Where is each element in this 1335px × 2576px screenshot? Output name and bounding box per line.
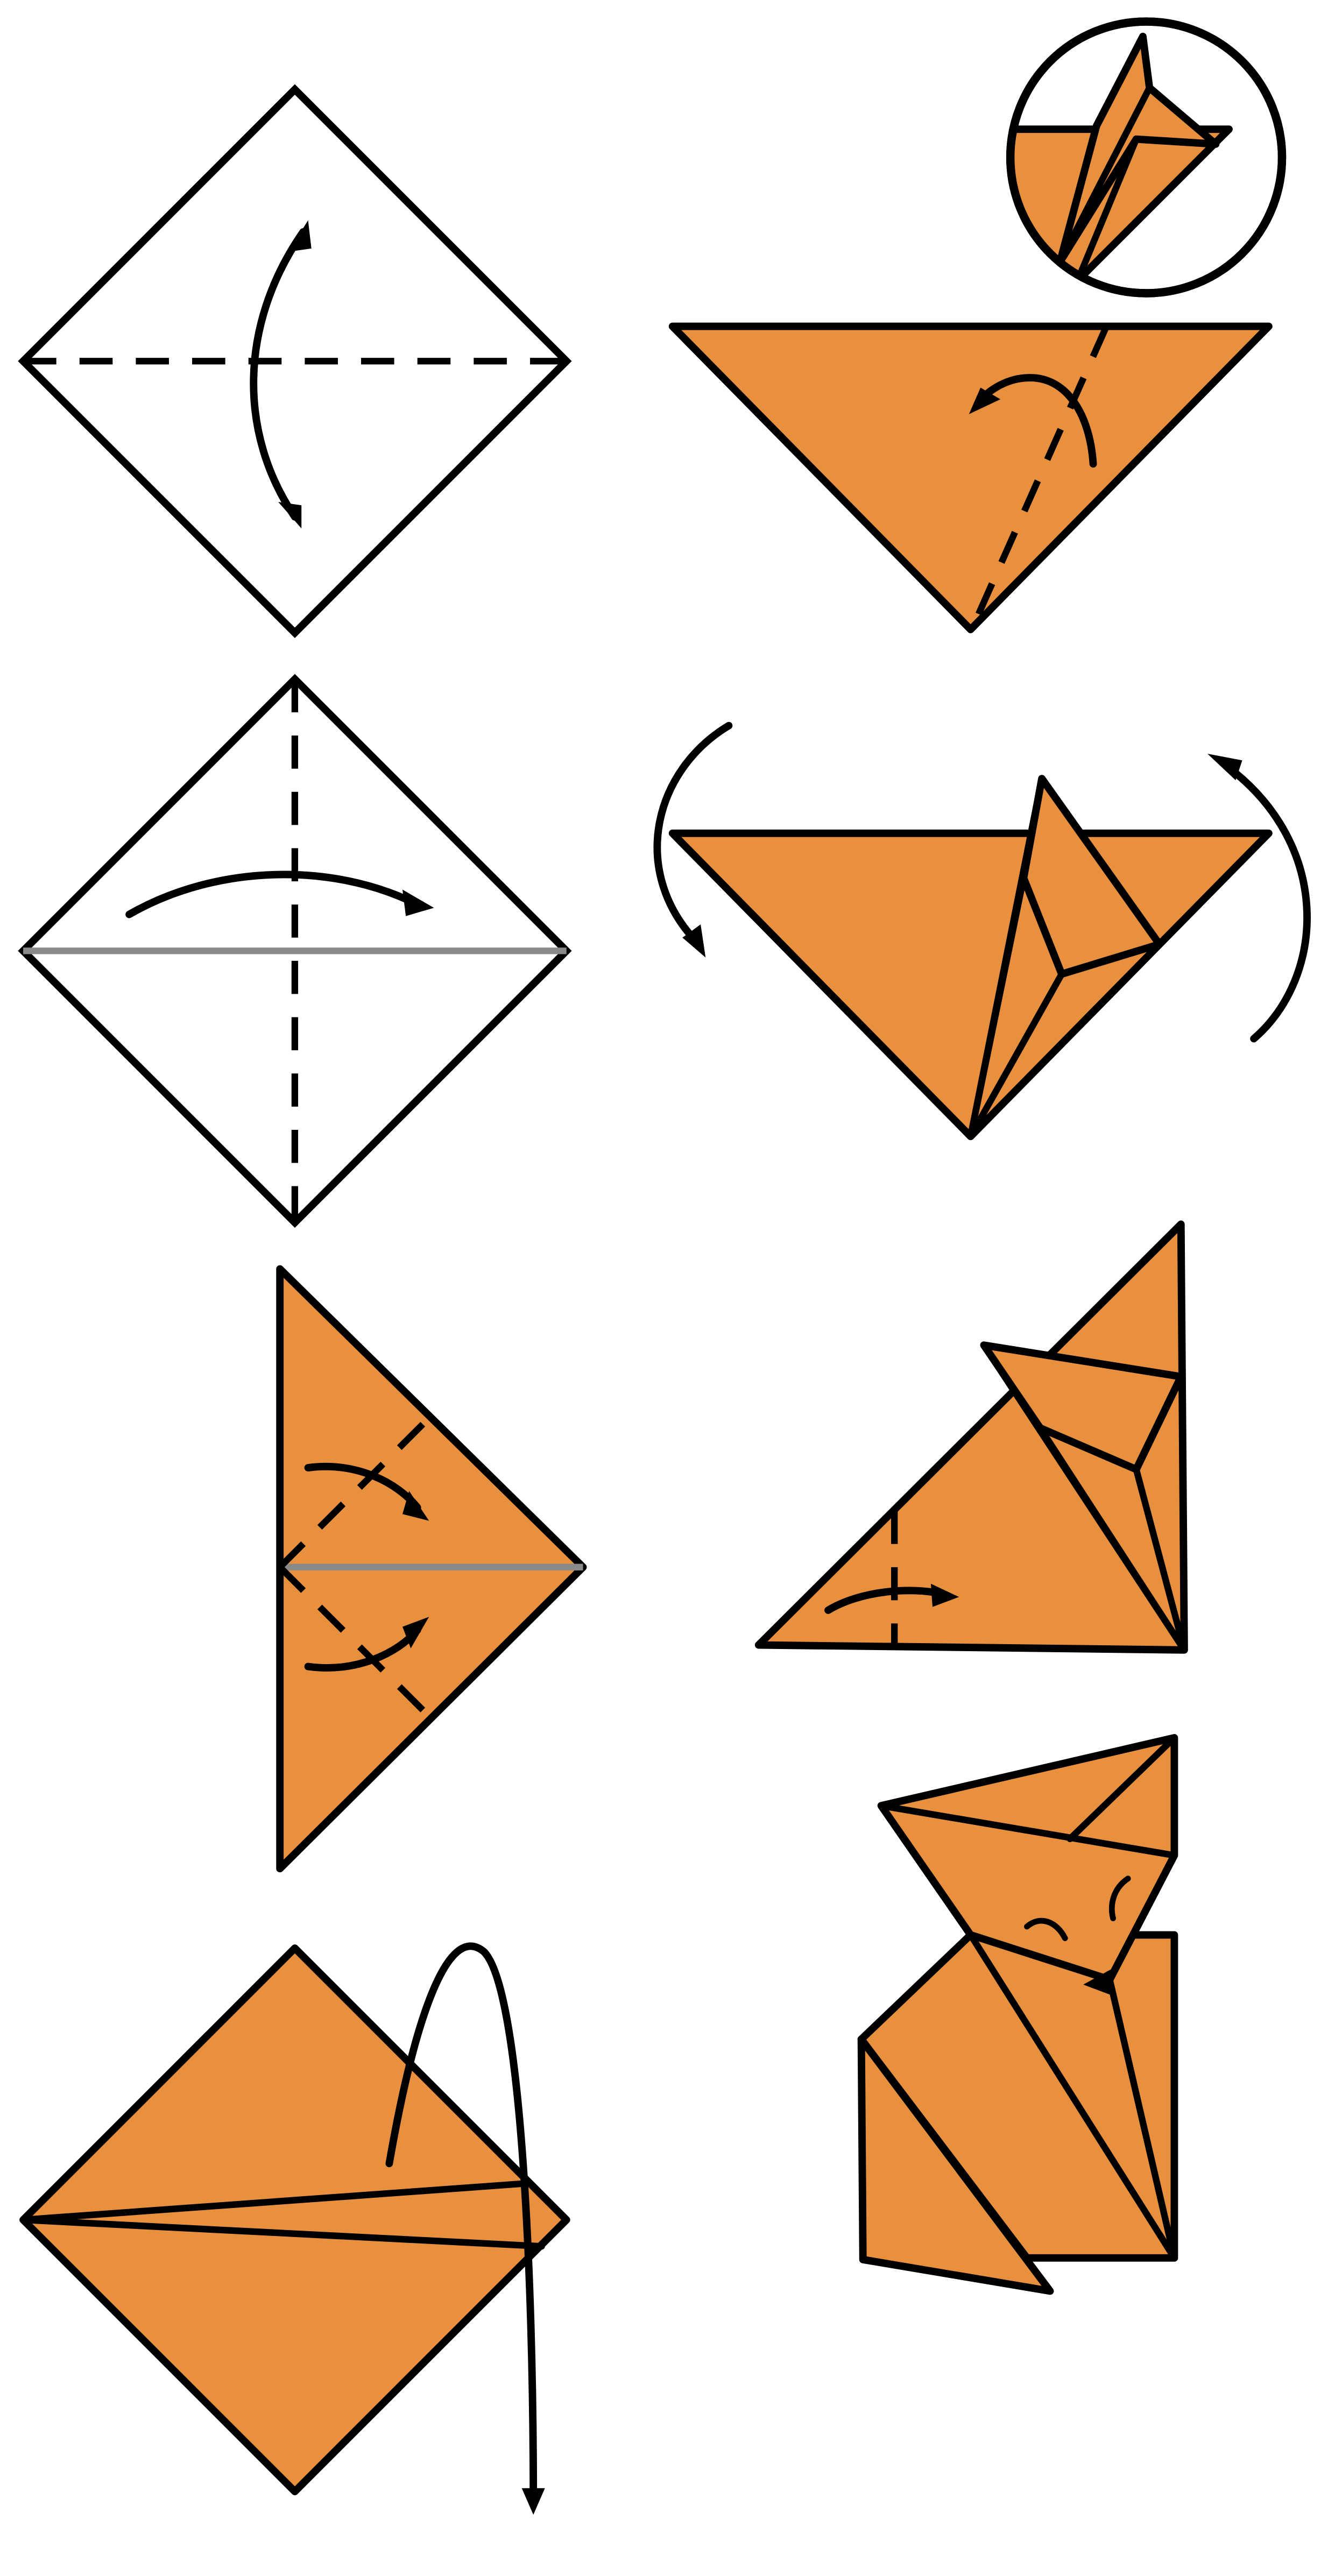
- fox-head: [877, 1734, 1178, 1984]
- step-6-left-turn-arrow-icon: [653, 721, 733, 945]
- step-2-arrowhead-icon: [402, 889, 434, 916]
- step-6-right-arrowhead-icon: [1207, 753, 1242, 781]
- inset-crease-1: [1056, 84, 1153, 265]
- step-4-paper: [19, 1944, 570, 2495]
- step-1-arrowhead-bottom-icon: [278, 501, 302, 529]
- step-3-fold-corners: [276, 1265, 587, 1873]
- step-4-flap-edge-bottom: [19, 2216, 545, 2250]
- step-3-lower-arrowhead-icon: [402, 1617, 429, 1648]
- fox-body-crease-2: [1106, 1976, 1178, 2261]
- step-7-arrowhead-icon: [930, 1583, 959, 1607]
- step-5-arrow-icon: [973, 374, 1097, 468]
- step-6-left-arrowhead-icon: [682, 924, 706, 958]
- step-4-open-squash: [19, 1942, 570, 2515]
- fox-brow-line: [878, 1802, 1178, 1859]
- step-3-lower-fold-line: [277, 1565, 433, 1721]
- fox-body: [857, 1931, 1178, 2262]
- step-6-crease-2: [967, 874, 1027, 1140]
- inset-crease-3: [1076, 136, 1140, 279]
- step-1-double-arrow-icon: [250, 228, 307, 521]
- step-5-paper: [668, 322, 1273, 633]
- step-6-turn-over: [653, 721, 1311, 1141]
- step-6-crease-4: [1058, 940, 1163, 978]
- step-5-detail-inset: [1006, 17, 1287, 298]
- fox-body-crease-1: [967, 1931, 1178, 2261]
- step-4-pull-arrow-icon: [385, 1942, 538, 2502]
- step-4-arrowhead-icon: [521, 2488, 545, 2515]
- fox-right-eye-icon: [1108, 1876, 1131, 1921]
- fox-left-eye-icon: [1024, 1917, 1068, 1941]
- fox-tail: [857, 2035, 1054, 2295]
- step-7-crease-2: [1133, 1466, 1188, 1653]
- step-1-arrowhead-top-icon: [288, 220, 312, 252]
- step-7-fold-corner: [754, 1220, 1188, 1654]
- fox-nose-icon: [1083, 1966, 1117, 1995]
- step-7-crease-3: [980, 1342, 1188, 1653]
- step-3-upper-arrowhead-icon: [402, 1491, 429, 1521]
- inset-crease-2: [1056, 122, 1100, 265]
- step-6-right-turn-arrow-icon: [1221, 761, 1311, 1043]
- step-1-fold-diagonal: [18, 84, 572, 639]
- step-6-paper: [668, 829, 1273, 1141]
- step-2-arrow-icon: [125, 871, 421, 918]
- step-3-upper-fold-line: [277, 1414, 433, 1570]
- step-8-finished-fox: [857, 1734, 1178, 2295]
- step-5-fold-ear: [668, 17, 1287, 633]
- step-2-fold-half: [18, 674, 572, 1228]
- step-1-paper: [18, 84, 572, 639]
- step-4-flap-edge-top: [19, 2180, 531, 2224]
- step-7-arrow-icon: [824, 1587, 945, 1614]
- fox-ear-crease: [1066, 1734, 1178, 1842]
- step-6-crease-3: [967, 971, 1065, 1140]
- step-5-arrowhead-icon: [969, 387, 1001, 414]
- step-7-paper: [754, 1220, 1188, 1654]
